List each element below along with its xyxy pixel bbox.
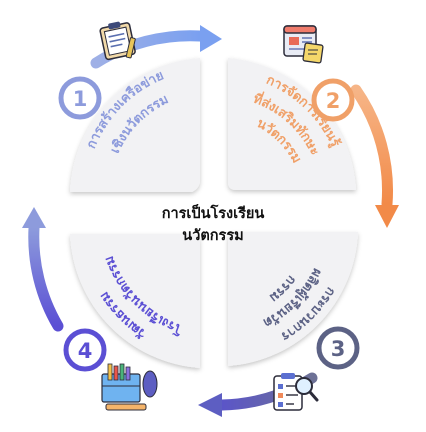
arc-arrow-right (350, 84, 393, 210)
arrowhead-bottom (198, 393, 222, 417)
clipboard-icon (99, 21, 136, 61)
panel-step-4 (70, 234, 200, 368)
panel-step-1 (70, 58, 200, 192)
number-text-3: 3 (331, 337, 346, 361)
number-text-1: 1 (73, 87, 88, 111)
arrowhead-left (22, 207, 46, 228)
arc-arrow-left (28, 222, 64, 332)
books-stationery-icon (101, 363, 158, 411)
center-title-line-2: นวัตกรรม (182, 228, 244, 244)
number-text-2: 2 (326, 89, 341, 113)
center-title-line-1: การเป็นโรงเรียน (161, 206, 265, 222)
number-badge-3: 3 (316, 326, 360, 370)
web-document-icon (283, 25, 324, 64)
checklist-magnifier-icon (273, 373, 319, 411)
panel-step-2 (228, 58, 356, 190)
center-title: การเป็นโรงเรียน นวัตกรรม (113, 203, 313, 247)
arrowhead-right (375, 205, 399, 228)
panel-step-3 (228, 232, 358, 366)
number-badge-4: 4 (63, 328, 107, 372)
arrowhead-top (200, 25, 222, 52)
number-badge-2: 2 (311, 78, 355, 122)
number-badge-1: 1 (58, 76, 102, 120)
number-text-4: 4 (78, 339, 93, 363)
